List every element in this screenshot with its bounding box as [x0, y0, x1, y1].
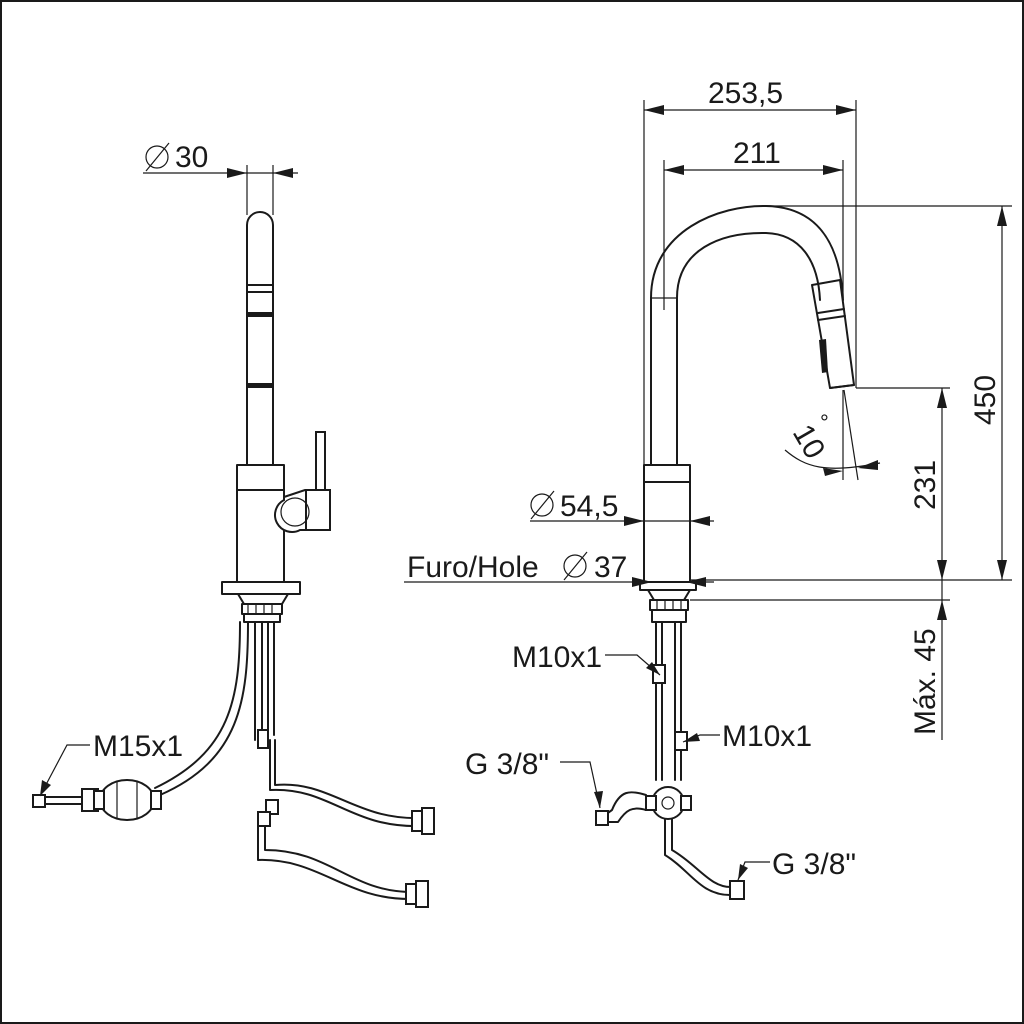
m10x1-upper-label: M10x1 — [512, 641, 602, 674]
mounting-rods — [254, 621, 275, 741]
leader-m10x1-lower: M10x1 — [682, 720, 812, 753]
g38-left-label: G 3/8" — [465, 748, 549, 781]
right-rods-hoses — [595, 621, 745, 900]
spout-tube — [246, 211, 274, 466]
right-view: 253,5 211 450 231 — [404, 77, 1012, 900]
right-mixer-body — [643, 464, 691, 583]
dim-253-5-label: 253,5 — [708, 77, 783, 110]
dim-231-label: 231 — [909, 460, 942, 510]
dimension-dia-30: 30 — [143, 141, 298, 215]
g38-right-label: G 3/8" — [772, 848, 856, 881]
dimension-211: 211 — [663, 137, 844, 298]
supply-hoses — [257, 729, 435, 908]
leader-m15x1: M15x1 — [39, 730, 183, 797]
hole-label: Furo/Hole — [407, 551, 539, 584]
leader-g38-left: G 3/8" — [465, 748, 603, 809]
leader-g38-right: G 3/8" — [737, 848, 856, 881]
dimension-hole-37: Furo/Hole 37 — [404, 551, 714, 587]
m15x1-label: M15x1 — [93, 730, 183, 763]
right-base — [639, 581, 697, 623]
m10x1-lower-label: M10x1 — [722, 720, 812, 753]
dimension-231: 231 — [856, 387, 950, 580]
dimension-max-45: Máx. 45 — [690, 580, 950, 740]
dim-450-label: 450 — [969, 375, 1002, 425]
pullout-hose — [32, 621, 249, 821]
dimension-angle-10: 10 ° — [784, 389, 881, 481]
lever-handle — [274, 431, 331, 533]
leader-m10x1-upper: M10x1 — [512, 641, 661, 676]
dimension-450: 450 — [690, 205, 1012, 581]
dimension-dia-54-5: 54,5 — [530, 490, 714, 526]
angle-degree-symbol: ° — [820, 410, 829, 435]
hole-dia-37-label: 37 — [594, 551, 627, 584]
max-45-label: Máx. 45 — [909, 628, 942, 735]
spray-head — [811, 279, 855, 389]
dimension-253-5: 253,5 — [643, 77, 857, 470]
left-view: 30 M15x1 — [32, 141, 435, 908]
base-escutcheon — [221, 581, 301, 623]
dia-30-label: 30 — [175, 141, 208, 174]
dim-211-label: 211 — [733, 137, 781, 170]
dia-54-5-label: 54,5 — [560, 490, 618, 523]
